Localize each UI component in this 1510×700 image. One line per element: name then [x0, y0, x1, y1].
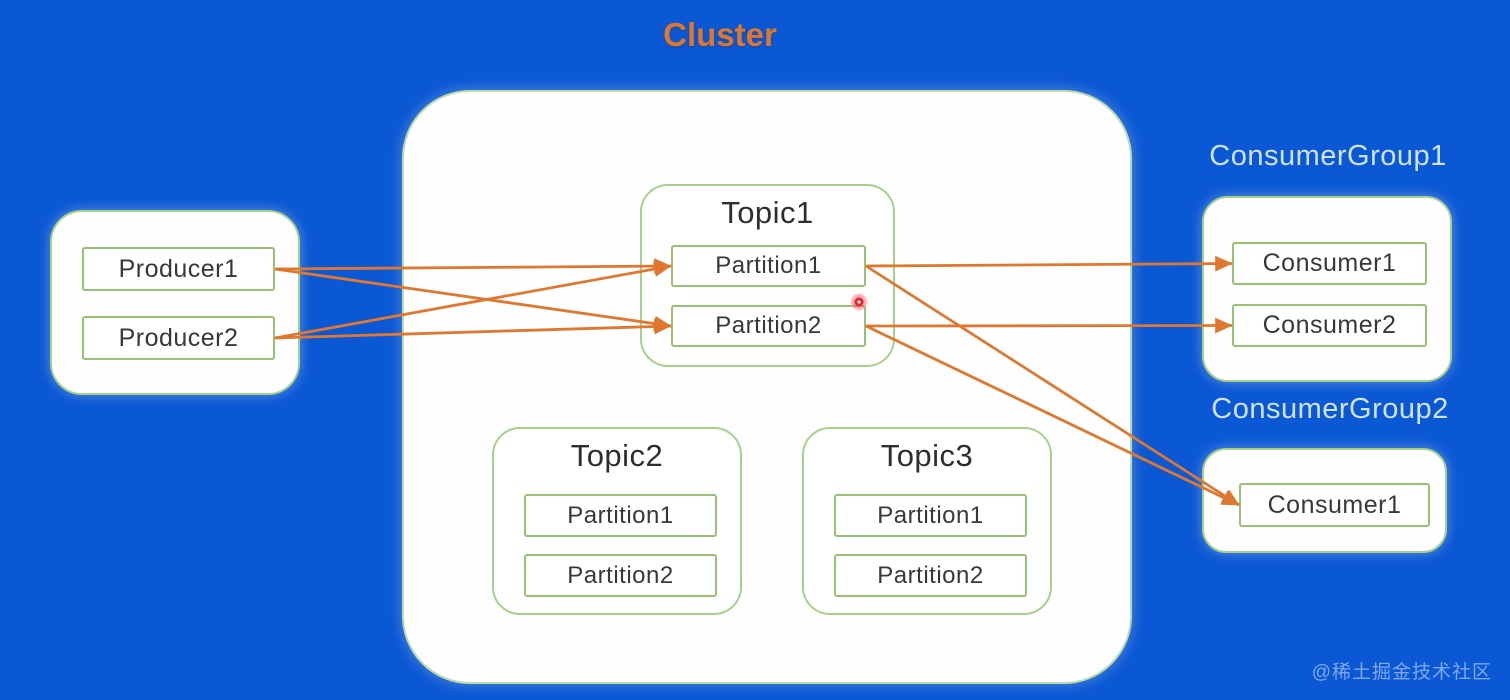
cg1-consumer1: Consumer1	[1232, 242, 1427, 285]
topic1-box: Topic1 Partition1 Partition2	[640, 184, 895, 367]
laser-pointer-dot	[849, 292, 869, 312]
topic2-box: Topic2 Partition1 Partition2	[492, 427, 742, 615]
topic2-partition1: Partition1	[524, 494, 717, 537]
consumergroup1-box: Consumer1 Consumer2	[1202, 196, 1452, 382]
consumergroup2-box: Consumer1	[1202, 448, 1447, 553]
topic3-title: Topic3	[880, 438, 974, 473]
topic3-box: Topic3 Partition1 Partition2	[802, 427, 1052, 615]
consumergroup2-label: ConsumerGroup2	[1211, 393, 1449, 425]
cluster-title: Cluster	[663, 16, 777, 53]
producer1-box: Producer1	[82, 247, 275, 291]
producer2-box: Producer2	[82, 316, 275, 360]
topic2-title: Topic2	[570, 438, 664, 473]
cg1-consumer2: Consumer2	[1232, 304, 1427, 347]
topic1-title: Topic1	[721, 195, 814, 230]
topic3-partition2: Partition2	[834, 554, 1027, 597]
producers-group-box: Producer1 Producer2	[50, 210, 300, 395]
topic1-partition1: Partition1	[671, 245, 866, 287]
consumergroup1-label: ConsumerGroup1	[1209, 140, 1447, 172]
topic3-partition1: Partition1	[834, 494, 1027, 537]
topic2-partition2: Partition2	[524, 554, 717, 597]
cg2-consumer1: Consumer1	[1239, 483, 1430, 527]
cluster-box: Topic1 Partition1 Partition2 Topic2 Part…	[402, 90, 1132, 684]
topic1-partition2: Partition2	[671, 305, 866, 347]
watermark: @稀土掘金技术社区	[1311, 662, 1492, 683]
